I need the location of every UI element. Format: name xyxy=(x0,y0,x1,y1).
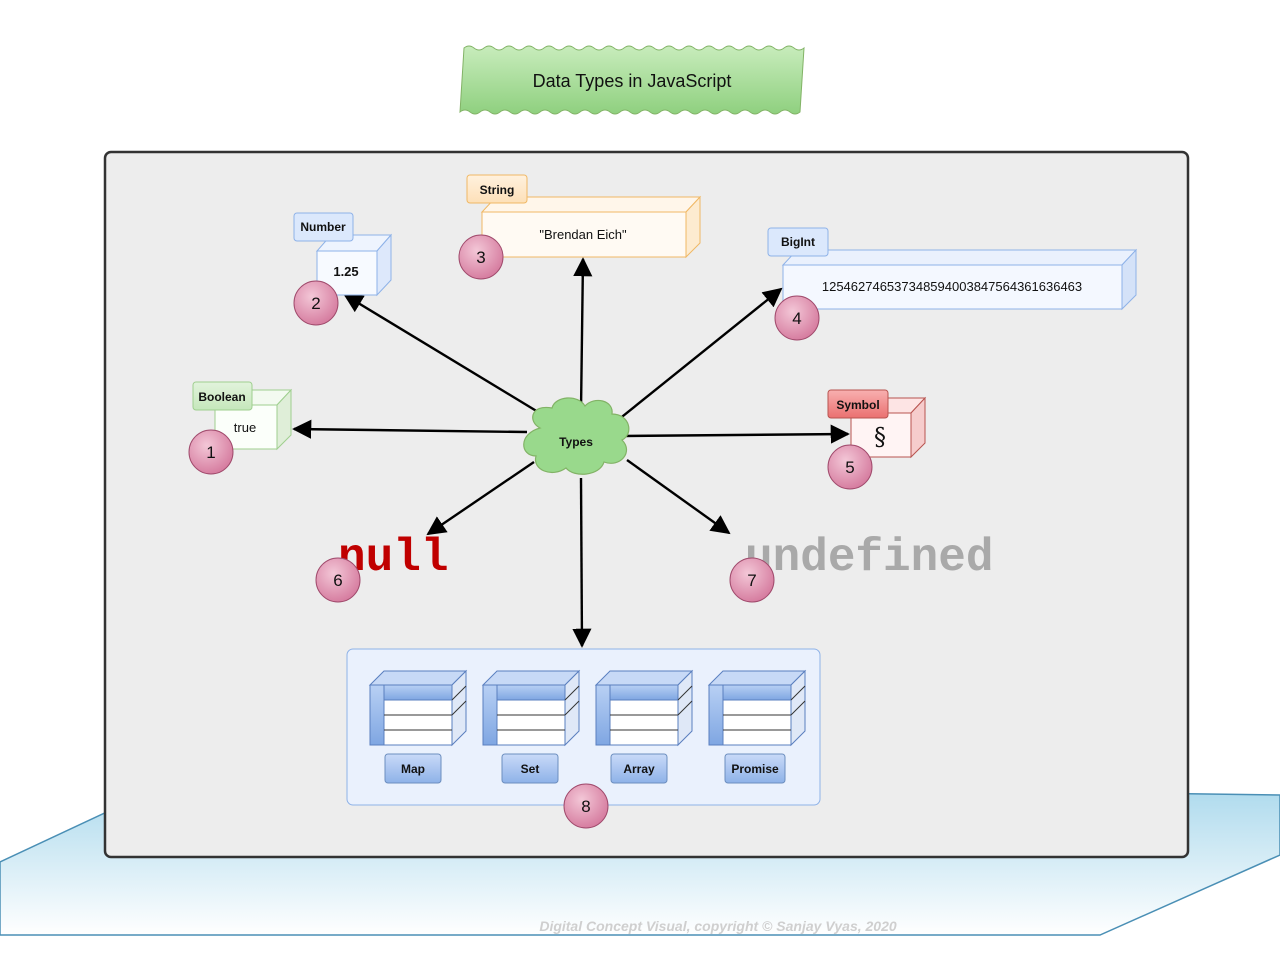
badge-number: 6 xyxy=(333,571,342,590)
undefined-value: undefined xyxy=(745,532,993,584)
badge-number: 8 xyxy=(581,797,590,816)
types-label: Types xyxy=(559,435,593,449)
object-stacks: Map Set Array Promise xyxy=(368,669,807,784)
number-label: Number xyxy=(300,220,346,234)
object-label-map: Map xyxy=(384,753,442,784)
arrow-to-number xyxy=(343,293,549,420)
badge-string: 3 xyxy=(458,234,504,280)
object-stack-set xyxy=(481,669,581,747)
boolean-label: Boolean xyxy=(198,390,245,404)
arrow-to-bigint xyxy=(617,287,783,421)
number-badges: 1 2 3 4 5 6 7 8 xyxy=(188,234,873,829)
badge-number: 3 xyxy=(476,248,485,267)
badge-bigint: 4 xyxy=(774,295,820,341)
bigint-label-tab xyxy=(767,227,829,257)
string-type: String "Brendan Eich" xyxy=(466,174,702,259)
bigint-label: BigInt xyxy=(781,235,815,249)
object-stack-array xyxy=(594,669,694,747)
symbol-value: § xyxy=(874,423,886,451)
badge-number: 2 xyxy=(311,294,320,313)
object-label-text: Array xyxy=(623,762,655,776)
arrow-to-null xyxy=(426,461,535,536)
bigint-value: 125462746537348594003847564361636463 xyxy=(822,279,1082,294)
diagram-title: Data Types in JavaScript xyxy=(533,71,732,91)
arrow-to-objects xyxy=(572,477,592,648)
object-stack-promise xyxy=(707,669,807,747)
object-label-text: Set xyxy=(521,762,540,776)
badge-number: 1 xyxy=(206,443,215,462)
objects-group: Map Set Array Promise xyxy=(346,648,821,806)
string-label: String xyxy=(480,183,515,197)
bigint-type: BigInt 125462746537348594003847564361636… xyxy=(767,227,1138,311)
object-label-promise: Promise xyxy=(724,753,786,784)
arrow-to-symbol xyxy=(621,424,850,444)
footer-copyright: Digital Concept Visual, copyright © Sanj… xyxy=(539,918,897,934)
number-type: Number 1.25 xyxy=(293,212,393,297)
object-label-text: Map xyxy=(401,762,425,776)
badge-number: 7 xyxy=(747,571,756,590)
string-value: "Brendan Eich" xyxy=(539,227,627,242)
number-label-tab xyxy=(293,212,354,242)
arrow-to-string xyxy=(573,257,593,411)
badge-number: 2 xyxy=(293,280,339,326)
object-stack-map xyxy=(368,669,468,747)
symbol-label-tab xyxy=(827,389,889,419)
badge-boolean: 1 xyxy=(188,429,234,475)
types-cloud: Types xyxy=(523,397,630,475)
string-label-tab xyxy=(466,174,528,204)
boolean-value: true xyxy=(234,420,256,435)
boolean-label-tab xyxy=(192,381,253,411)
badge-objects: 8 xyxy=(563,783,609,829)
object-label-text: Promise xyxy=(731,762,779,776)
number-value: 1.25 xyxy=(333,264,358,279)
type-arrows xyxy=(292,257,850,648)
symbol-label: Symbol xyxy=(836,398,879,412)
title-banner: Data Types in JavaScript xyxy=(459,45,805,115)
badge-null: 6 xyxy=(315,557,361,603)
object-label-array: Array xyxy=(610,753,668,784)
arrow-to-boolean xyxy=(292,419,528,439)
badge-number: 5 xyxy=(845,458,854,477)
badge-undefined: 7 xyxy=(729,557,775,603)
badge-symbol: 5 xyxy=(827,444,873,490)
object-label-set: Set xyxy=(501,753,559,784)
arrow-to-undefined xyxy=(626,459,731,535)
badge-number: 4 xyxy=(792,309,801,328)
boolean-type: Boolean true xyxy=(192,381,293,451)
